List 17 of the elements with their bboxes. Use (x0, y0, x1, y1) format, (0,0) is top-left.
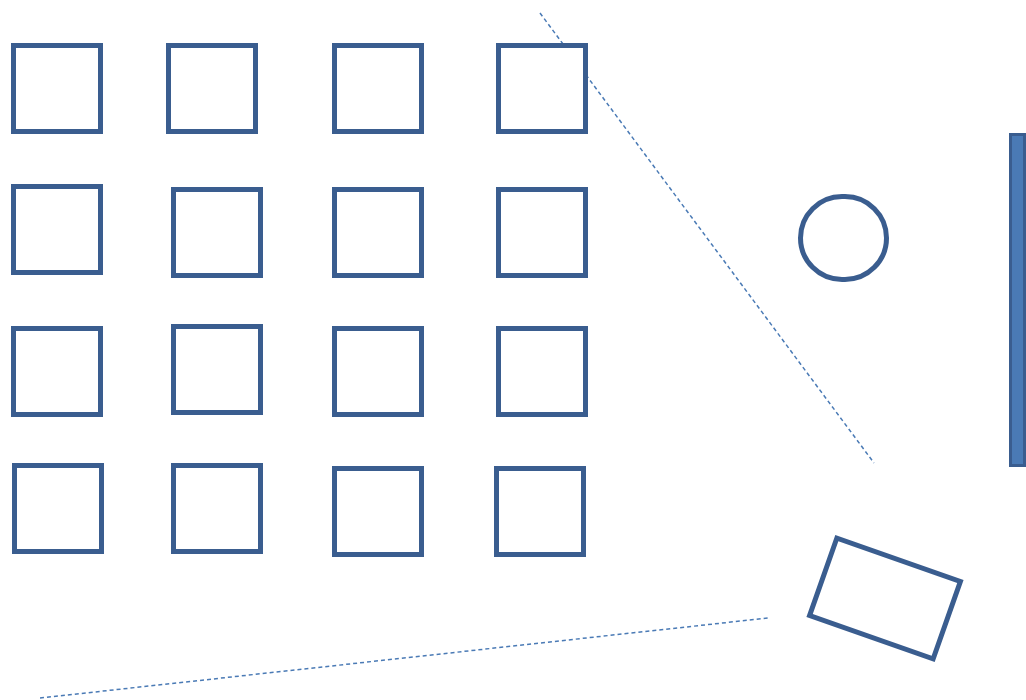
vertical-bar (1009, 133, 1026, 467)
square-box (494, 466, 586, 557)
square-box (332, 187, 424, 278)
square-box (332, 43, 424, 134)
square-box (496, 43, 588, 134)
square-box (171, 324, 263, 415)
square-box (171, 187, 263, 278)
square-box (11, 326, 103, 417)
square-box (332, 466, 424, 557)
square-box (11, 184, 103, 275)
square-box (496, 326, 588, 417)
square-box (332, 326, 424, 417)
square-box (496, 187, 588, 278)
square-box (166, 43, 258, 134)
square-box (12, 463, 104, 554)
square-box (171, 463, 263, 554)
square-box (11, 43, 103, 134)
